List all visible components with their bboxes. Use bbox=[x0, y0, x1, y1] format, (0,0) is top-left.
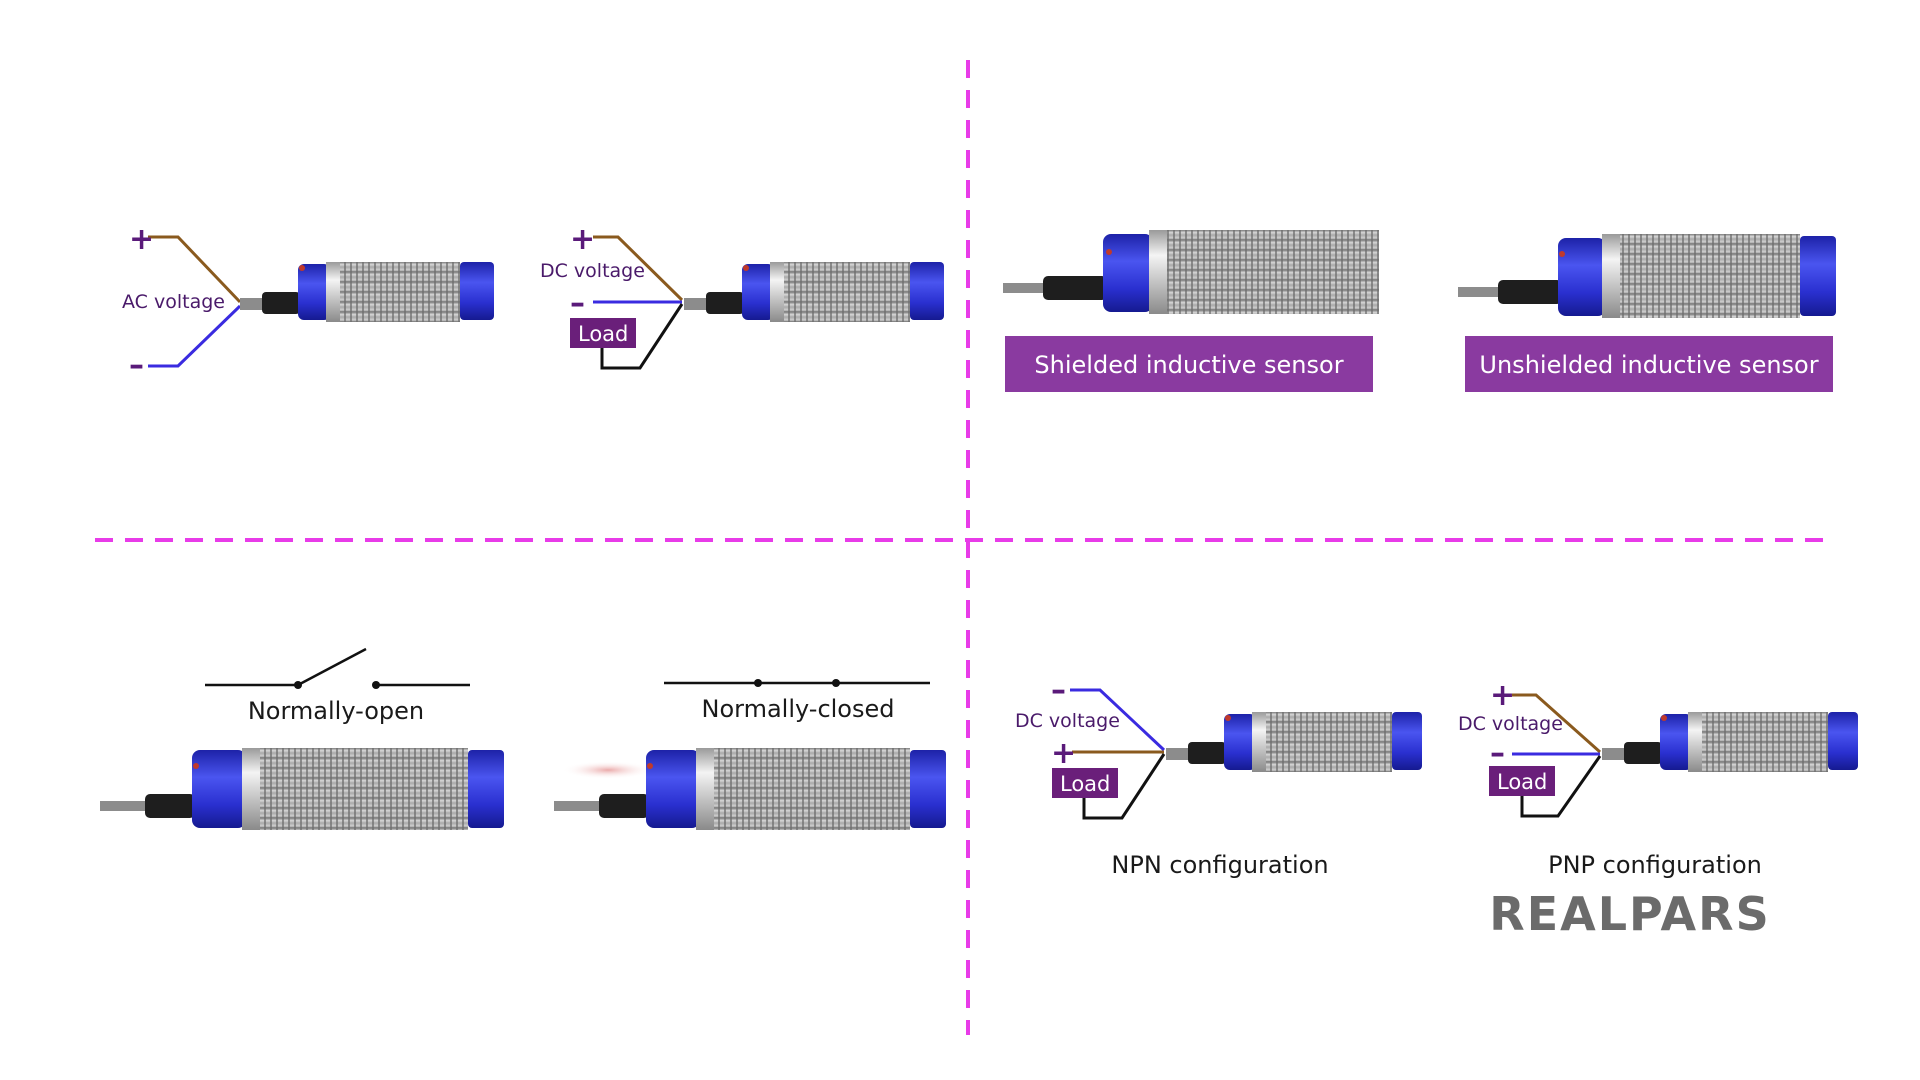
ac-sensor bbox=[240, 262, 494, 322]
npn-plus-sign: + bbox=[1051, 736, 1076, 771]
unshielded-banner bbox=[1465, 336, 1833, 392]
pnp-minus-sign: – bbox=[1490, 736, 1505, 771]
ac-plus-sign: + bbox=[129, 222, 154, 257]
dc-plus-sign: + bbox=[570, 222, 595, 257]
normally-closed-symbol bbox=[664, 679, 930, 687]
dc-sensor-group: + – DC voltage Load bbox=[540, 222, 944, 370]
npn-load-label: Load bbox=[1060, 772, 1110, 796]
pnp-wire-plus bbox=[1512, 693, 1601, 754]
npn-wire-minus bbox=[1070, 688, 1166, 752]
pnp-caption: PNP configuration bbox=[1548, 851, 1762, 879]
realpars-logo: REALPARS bbox=[1489, 887, 1770, 941]
dc-load-wire bbox=[600, 303, 684, 370]
npn-voltage-label: DC voltage bbox=[1015, 710, 1120, 732]
unshielded-banner-label: Unshielded inductive sensor bbox=[1479, 351, 1818, 379]
dc-minus-sign: – bbox=[570, 286, 585, 321]
normally-open-sensor bbox=[100, 748, 504, 830]
pnp-voltage-label: DC voltage bbox=[1458, 713, 1563, 735]
ac-voltage-label: AC voltage bbox=[122, 291, 225, 313]
pnp-sensor bbox=[1602, 712, 1858, 772]
ac-wire-minus bbox=[148, 304, 242, 368]
pnp-group: + – DC voltage Load PNP configuration bbox=[1458, 678, 1858, 879]
normally-open-symbol bbox=[205, 647, 470, 689]
dc-sensor bbox=[684, 262, 944, 322]
dc-wire-plus bbox=[593, 235, 684, 302]
npn-load-box bbox=[1052, 768, 1118, 798]
shielded-banner-label: Shielded inductive sensor bbox=[1034, 351, 1343, 379]
ac-sensor-group: + – AC voltage bbox=[122, 222, 494, 383]
unshielded-sensor bbox=[1458, 234, 1836, 318]
npn-caption: NPN configuration bbox=[1111, 851, 1328, 879]
normally-closed-label: Normally-closed bbox=[702, 695, 895, 723]
dc-load-label: Load bbox=[578, 322, 628, 346]
dc-load-box bbox=[570, 318, 636, 348]
ac-minus-sign: – bbox=[129, 348, 144, 383]
pnp-load-label: Load bbox=[1497, 770, 1547, 794]
npn-sensor bbox=[1166, 712, 1422, 772]
shielded-sensor bbox=[1003, 230, 1379, 314]
normally-open-label: Normally-open bbox=[248, 697, 424, 725]
pnp-plus-sign: + bbox=[1490, 678, 1515, 713]
normally-closed-sensor bbox=[554, 748, 946, 830]
shielded-banner bbox=[1005, 336, 1373, 392]
pnp-load-box bbox=[1489, 766, 1555, 796]
npn-minus-sign: – bbox=[1051, 673, 1066, 708]
dc-voltage-label: DC voltage bbox=[540, 260, 645, 282]
npn-group: – + DC voltage Load NPN configuration bbox=[1015, 673, 1422, 879]
npn-load-wire bbox=[1082, 753, 1166, 820]
pnp-load-wire bbox=[1520, 755, 1602, 818]
ac-wire-plus bbox=[148, 235, 242, 304]
